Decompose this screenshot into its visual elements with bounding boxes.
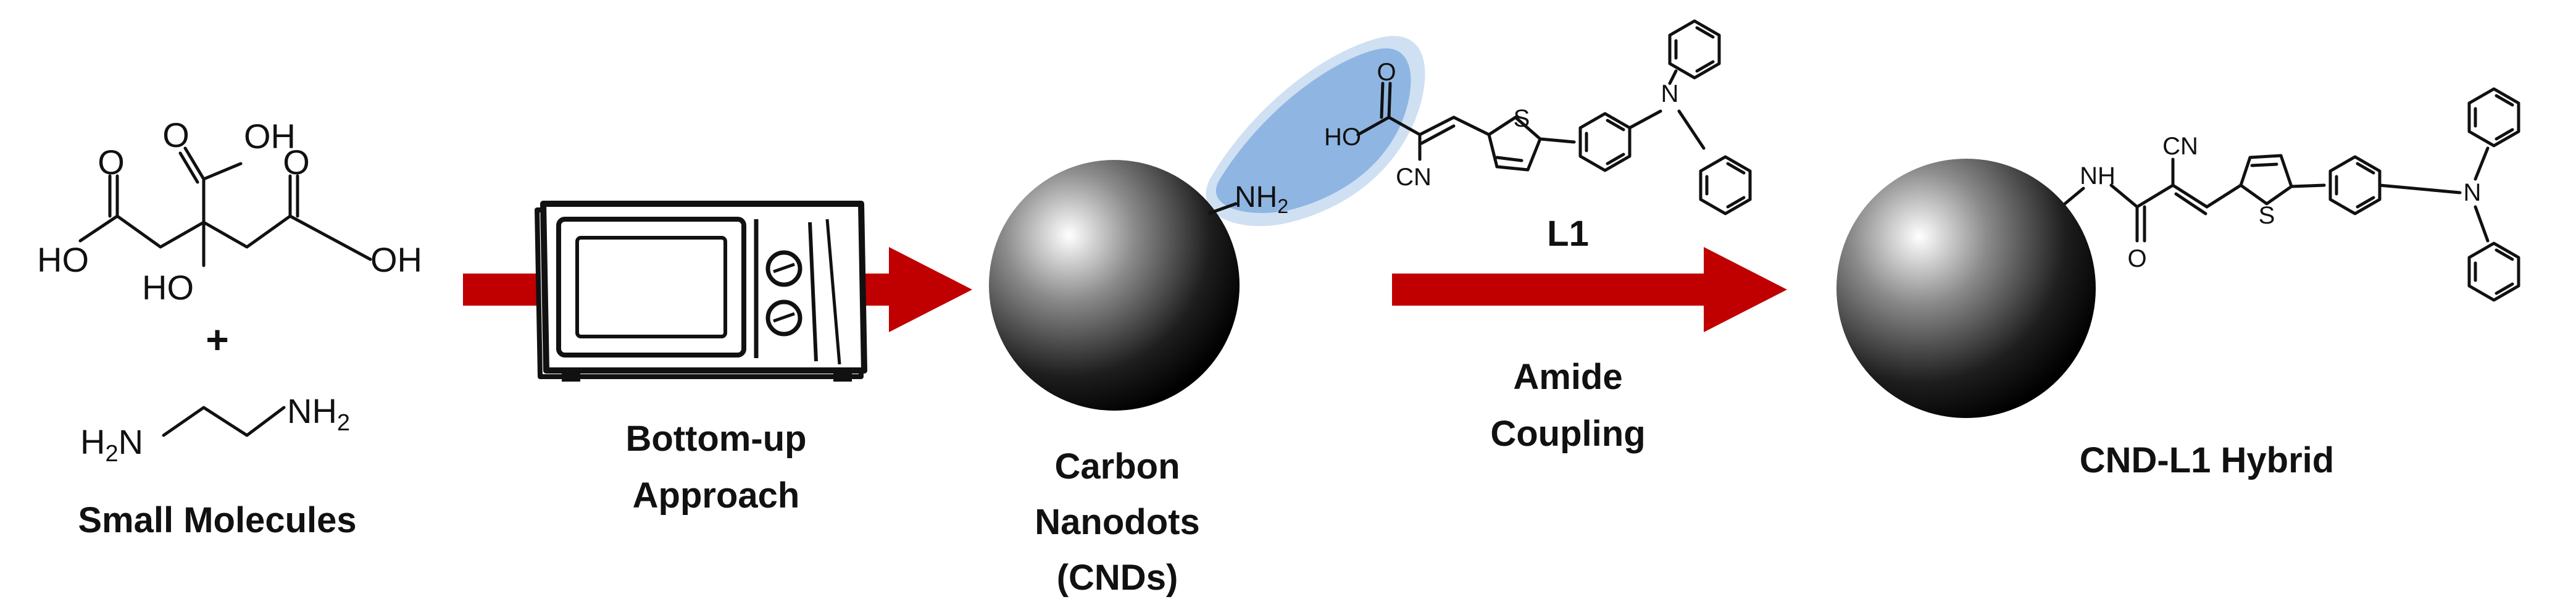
hybrid-nitrile-cn: CN bbox=[2162, 133, 2198, 160]
carbonyl-oxygen-left: O bbox=[98, 143, 125, 182]
acid-ho-left: HO bbox=[37, 240, 89, 279]
citric-acid-structure: O HO O OH O OH HO bbox=[37, 115, 422, 307]
surface-nh2: NH2 bbox=[1235, 181, 1288, 217]
carbonyl-oxygen-right: O bbox=[283, 143, 310, 182]
hydroxyl-ho: HO bbox=[142, 268, 194, 307]
hybrid-thiophene-s: S bbox=[2259, 202, 2275, 229]
label-bottom-up: Bottom-up bbox=[625, 419, 806, 459]
label-hybrid: CND-L1 Hybrid bbox=[2080, 440, 2334, 480]
label-amide: Amide bbox=[1513, 357, 1622, 397]
arrow-head-2 bbox=[1704, 247, 1787, 332]
plus-sign: + bbox=[206, 317, 228, 362]
l1-carbonyl-o: O bbox=[1377, 59, 1396, 86]
arrow-shaft-2 bbox=[1392, 274, 1722, 306]
reaction-arrow-2 bbox=[1392, 247, 1787, 332]
ethylenediamine-structure: H2N NH2 bbox=[80, 391, 350, 467]
hybrid-nanodot-sphere bbox=[1836, 159, 2096, 418]
label-cnds: (CNDs) bbox=[1057, 558, 1178, 598]
microwave-icon bbox=[535, 201, 867, 382]
hybrid-ligand-structure: NH O CN S N bbox=[2063, 89, 2519, 300]
label-small-molecules: Small Molecules bbox=[78, 500, 356, 540]
l1-structure: O HO CN S N bbox=[1324, 21, 1750, 214]
hybrid-amine-n: N bbox=[2464, 179, 2482, 206]
acid-oh-top: OH bbox=[244, 117, 296, 156]
carbonyl-oxygen-top: O bbox=[162, 115, 190, 154]
label-l1: L1 bbox=[1547, 214, 1589, 254]
amine-h2n: H2N bbox=[80, 422, 143, 467]
l1-highlight bbox=[1206, 36, 1425, 227]
hybrid-carbonyl-o: O bbox=[2127, 245, 2146, 272]
label-coupling: Coupling bbox=[1490, 414, 1645, 454]
l1-acid-ho: HO bbox=[1324, 123, 1361, 151]
l1-nitrile-cn: CN bbox=[1396, 164, 1432, 191]
carbon-nanodot-sphere bbox=[989, 160, 1240, 411]
acid-oh-right: OH bbox=[370, 240, 422, 279]
label-nanodots: Nanodots bbox=[1035, 502, 1199, 542]
amine-nh2: NH2 bbox=[287, 391, 350, 436]
hybrid-amide-nh: NH bbox=[2080, 162, 2115, 190]
arrow-head-1 bbox=[889, 247, 972, 332]
l1-thiophene-s: S bbox=[1514, 105, 1530, 132]
label-approach: Approach bbox=[633, 475, 800, 516]
label-carbon: Carbon bbox=[1055, 446, 1180, 487]
